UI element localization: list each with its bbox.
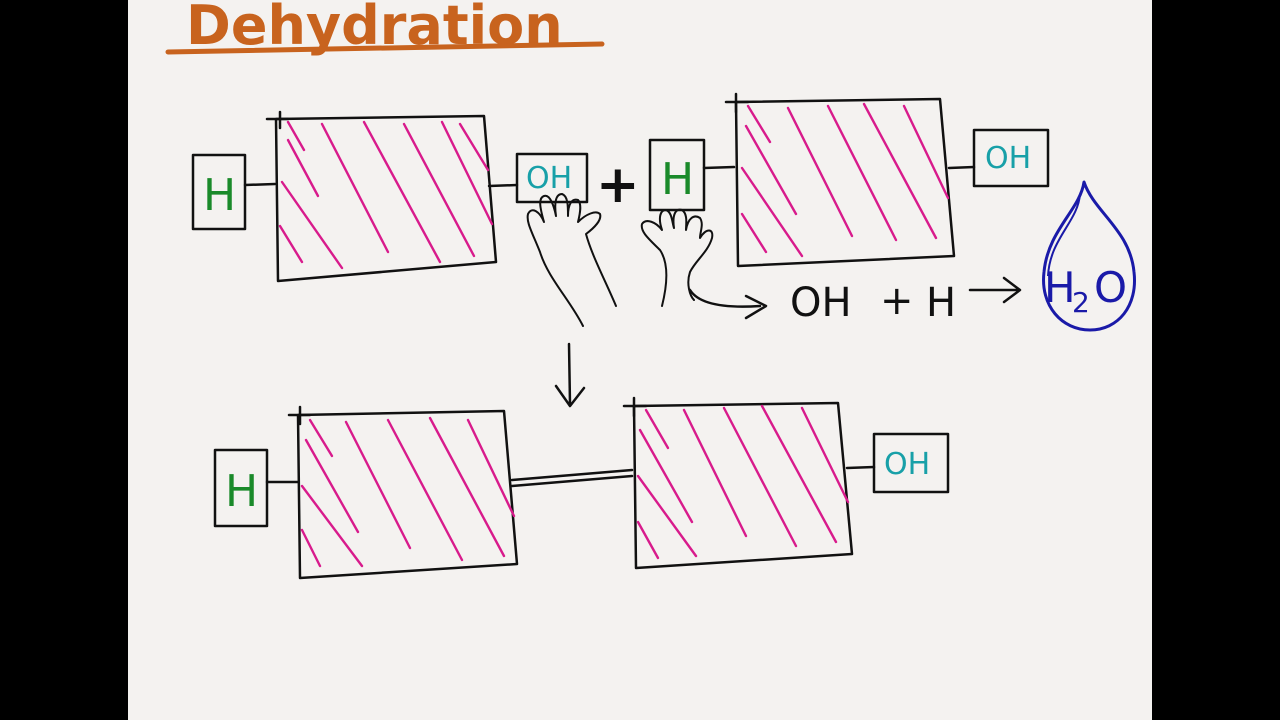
whiteboard-page xyxy=(128,0,1152,720)
corner-tick xyxy=(622,396,648,418)
curved-arrow-head xyxy=(744,294,768,320)
plus-sign: + xyxy=(596,155,640,215)
bond-line xyxy=(845,465,876,470)
monomer-bottom-right: OH xyxy=(622,396,950,570)
bond-line xyxy=(947,165,976,170)
h-box xyxy=(191,153,247,231)
h-box xyxy=(213,448,269,528)
hatch-fill xyxy=(740,102,950,258)
corner-tick xyxy=(265,110,290,130)
title-underline xyxy=(165,41,605,55)
hatch-fill xyxy=(300,416,516,568)
monomer-top-right: H OH xyxy=(648,92,1050,268)
equation-reactant-oh: OH xyxy=(790,280,852,326)
left-hand-icon xyxy=(526,193,617,327)
monomer-body xyxy=(296,409,519,580)
equation-arrow xyxy=(968,276,1022,304)
h2o-o: O xyxy=(1094,263,1127,312)
h2o-subscript: 2 xyxy=(1072,286,1090,319)
down-arrow xyxy=(554,342,586,408)
bond-line xyxy=(243,182,277,187)
h-label: H xyxy=(661,154,694,205)
h-label: H xyxy=(225,466,258,517)
curved-arrow xyxy=(688,288,762,308)
letterbox-right xyxy=(1152,0,1280,720)
monomer-body xyxy=(632,401,854,570)
oh-box xyxy=(972,128,1050,188)
title-group: Dehydration xyxy=(165,0,605,57)
right-hand-icon xyxy=(640,208,714,307)
bond-line xyxy=(702,165,736,170)
equation-plus: + xyxy=(880,278,914,324)
bond-line xyxy=(487,183,519,188)
monomer-body xyxy=(274,114,498,283)
joined-bond xyxy=(510,468,634,488)
corner-tick xyxy=(287,405,312,426)
h-label: H xyxy=(203,170,236,221)
water-equation: OH + H xyxy=(790,276,1022,326)
oh-box xyxy=(872,432,950,494)
oh-label: OH xyxy=(526,161,572,196)
monomer-bottom-left: H xyxy=(213,405,519,580)
monomer-body xyxy=(734,97,956,268)
hatch-fill xyxy=(636,404,850,560)
equation-reactant-h: H xyxy=(926,280,956,326)
hatch-fill xyxy=(278,120,494,270)
corner-tick xyxy=(724,92,750,114)
oh-label: OH xyxy=(985,141,1031,176)
oh-label: OH xyxy=(884,447,930,482)
monomer-top-left: H OH xyxy=(191,110,589,283)
h2o-h: H xyxy=(1044,263,1076,312)
water-drop-icon: H 2 O xyxy=(1042,180,1136,332)
letterbox-left xyxy=(0,0,128,720)
